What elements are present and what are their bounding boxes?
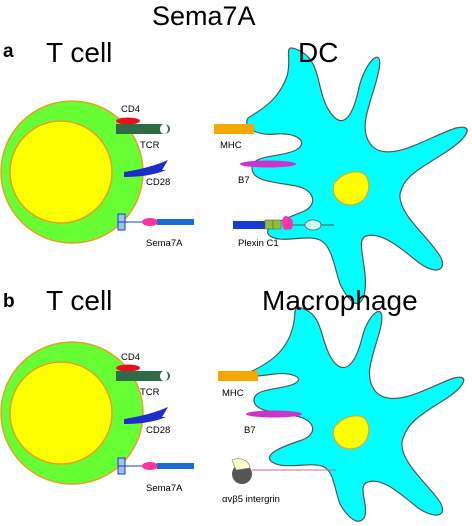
mhc-molecule bbox=[214, 124, 254, 134]
t-cell-nucleus bbox=[9, 361, 113, 465]
cd4-label-b: CD4 bbox=[121, 352, 141, 363]
plexin-c1-label: Plexin C1 bbox=[238, 238, 279, 249]
sema7a-label-b: Sema7A bbox=[146, 483, 183, 494]
sema7a-label-a: Sema7A bbox=[146, 238, 183, 249]
t-cell-b bbox=[0, 341, 144, 485]
t-cell-nucleus bbox=[9, 120, 113, 224]
integrin-receptor bbox=[231, 458, 336, 484]
cd28-label-a: CD28 bbox=[146, 177, 171, 188]
dc-label: DC bbox=[298, 37, 339, 68]
macrophage-nucleus bbox=[332, 415, 370, 450]
mhc-molecule bbox=[218, 371, 258, 381]
b7-molecule bbox=[246, 410, 302, 418]
cd28-receptor bbox=[124, 407, 168, 424]
mhc-label-b: MHC bbox=[222, 388, 244, 399]
t-cell-a bbox=[0, 100, 144, 244]
b7-molecule bbox=[240, 160, 296, 168]
macrophage-label: Macrophage bbox=[262, 285, 418, 316]
panel-label-a: a bbox=[3, 41, 14, 62]
tcr-label-b: TCR bbox=[140, 387, 160, 398]
cd28-label-b: CD28 bbox=[146, 425, 171, 436]
cd4-label-a: CD4 bbox=[121, 104, 141, 115]
tcr-receptor bbox=[116, 371, 170, 381]
t-cell-label-a: T cell bbox=[46, 37, 113, 68]
panel-a-graphics bbox=[0, 47, 468, 305]
b7-label-a: B7 bbox=[238, 175, 250, 186]
cd4-marker bbox=[116, 117, 140, 125]
mhc-label-a: MHC bbox=[220, 140, 242, 151]
tcr-label-a: TCR bbox=[140, 140, 160, 151]
tcr-receptor bbox=[116, 124, 170, 134]
b7-label-b: B7 bbox=[244, 425, 256, 436]
dc-nucleus bbox=[332, 171, 370, 206]
sema7a-molecule bbox=[117, 213, 194, 231]
plexin-c1-receptor bbox=[233, 216, 334, 231]
panel-label-b: b bbox=[3, 291, 15, 312]
cd4-marker bbox=[116, 364, 140, 372]
cd28-receptor bbox=[124, 160, 168, 177]
figure-title: Sema7A bbox=[152, 1, 256, 31]
panel-b-graphics bbox=[0, 306, 465, 522]
integrin-label: αvβ5 intergrin bbox=[222, 494, 280, 505]
sema7a-molecule bbox=[117, 457, 194, 475]
t-cell-label-b: T cell bbox=[46, 285, 113, 316]
